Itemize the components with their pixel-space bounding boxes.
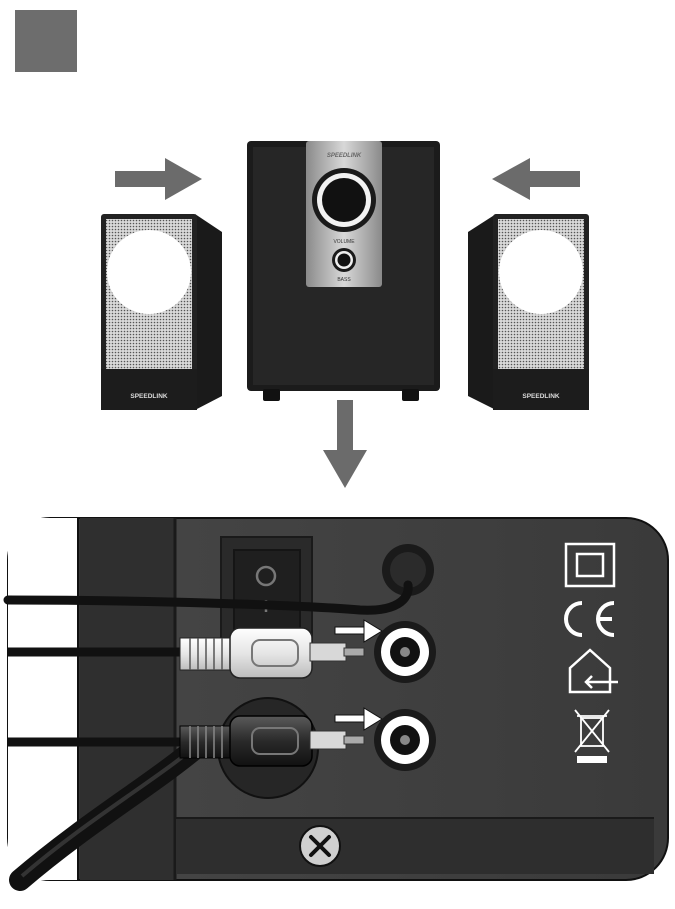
bass-knob — [332, 248, 356, 272]
white-rca-jack — [374, 621, 436, 683]
arrow-down-icon — [323, 400, 367, 488]
rear-panel — [8, 518, 668, 880]
screw-icon — [300, 826, 340, 866]
volume-knob — [312, 168, 376, 232]
right-speaker-brand: SPEEDLINK — [522, 393, 560, 400]
arrow-left-icon — [492, 158, 580, 200]
subwoofer-brand: SPEEDLINK — [327, 153, 362, 159]
bass-label: BASS — [337, 277, 351, 283]
arrow-right-icon — [115, 158, 202, 200]
left-speaker-brand: SPEEDLINK — [130, 393, 168, 400]
left-satellite-speaker: SPEEDLINK — [101, 214, 222, 410]
right-satellite-speaker: SPEEDLINK — [468, 214, 589, 410]
black-rca-jack — [374, 709, 436, 771]
volume-label: VOLUME — [333, 239, 355, 245]
subwoofer: SPEEDLINK VOLUME BASS — [247, 141, 440, 401]
